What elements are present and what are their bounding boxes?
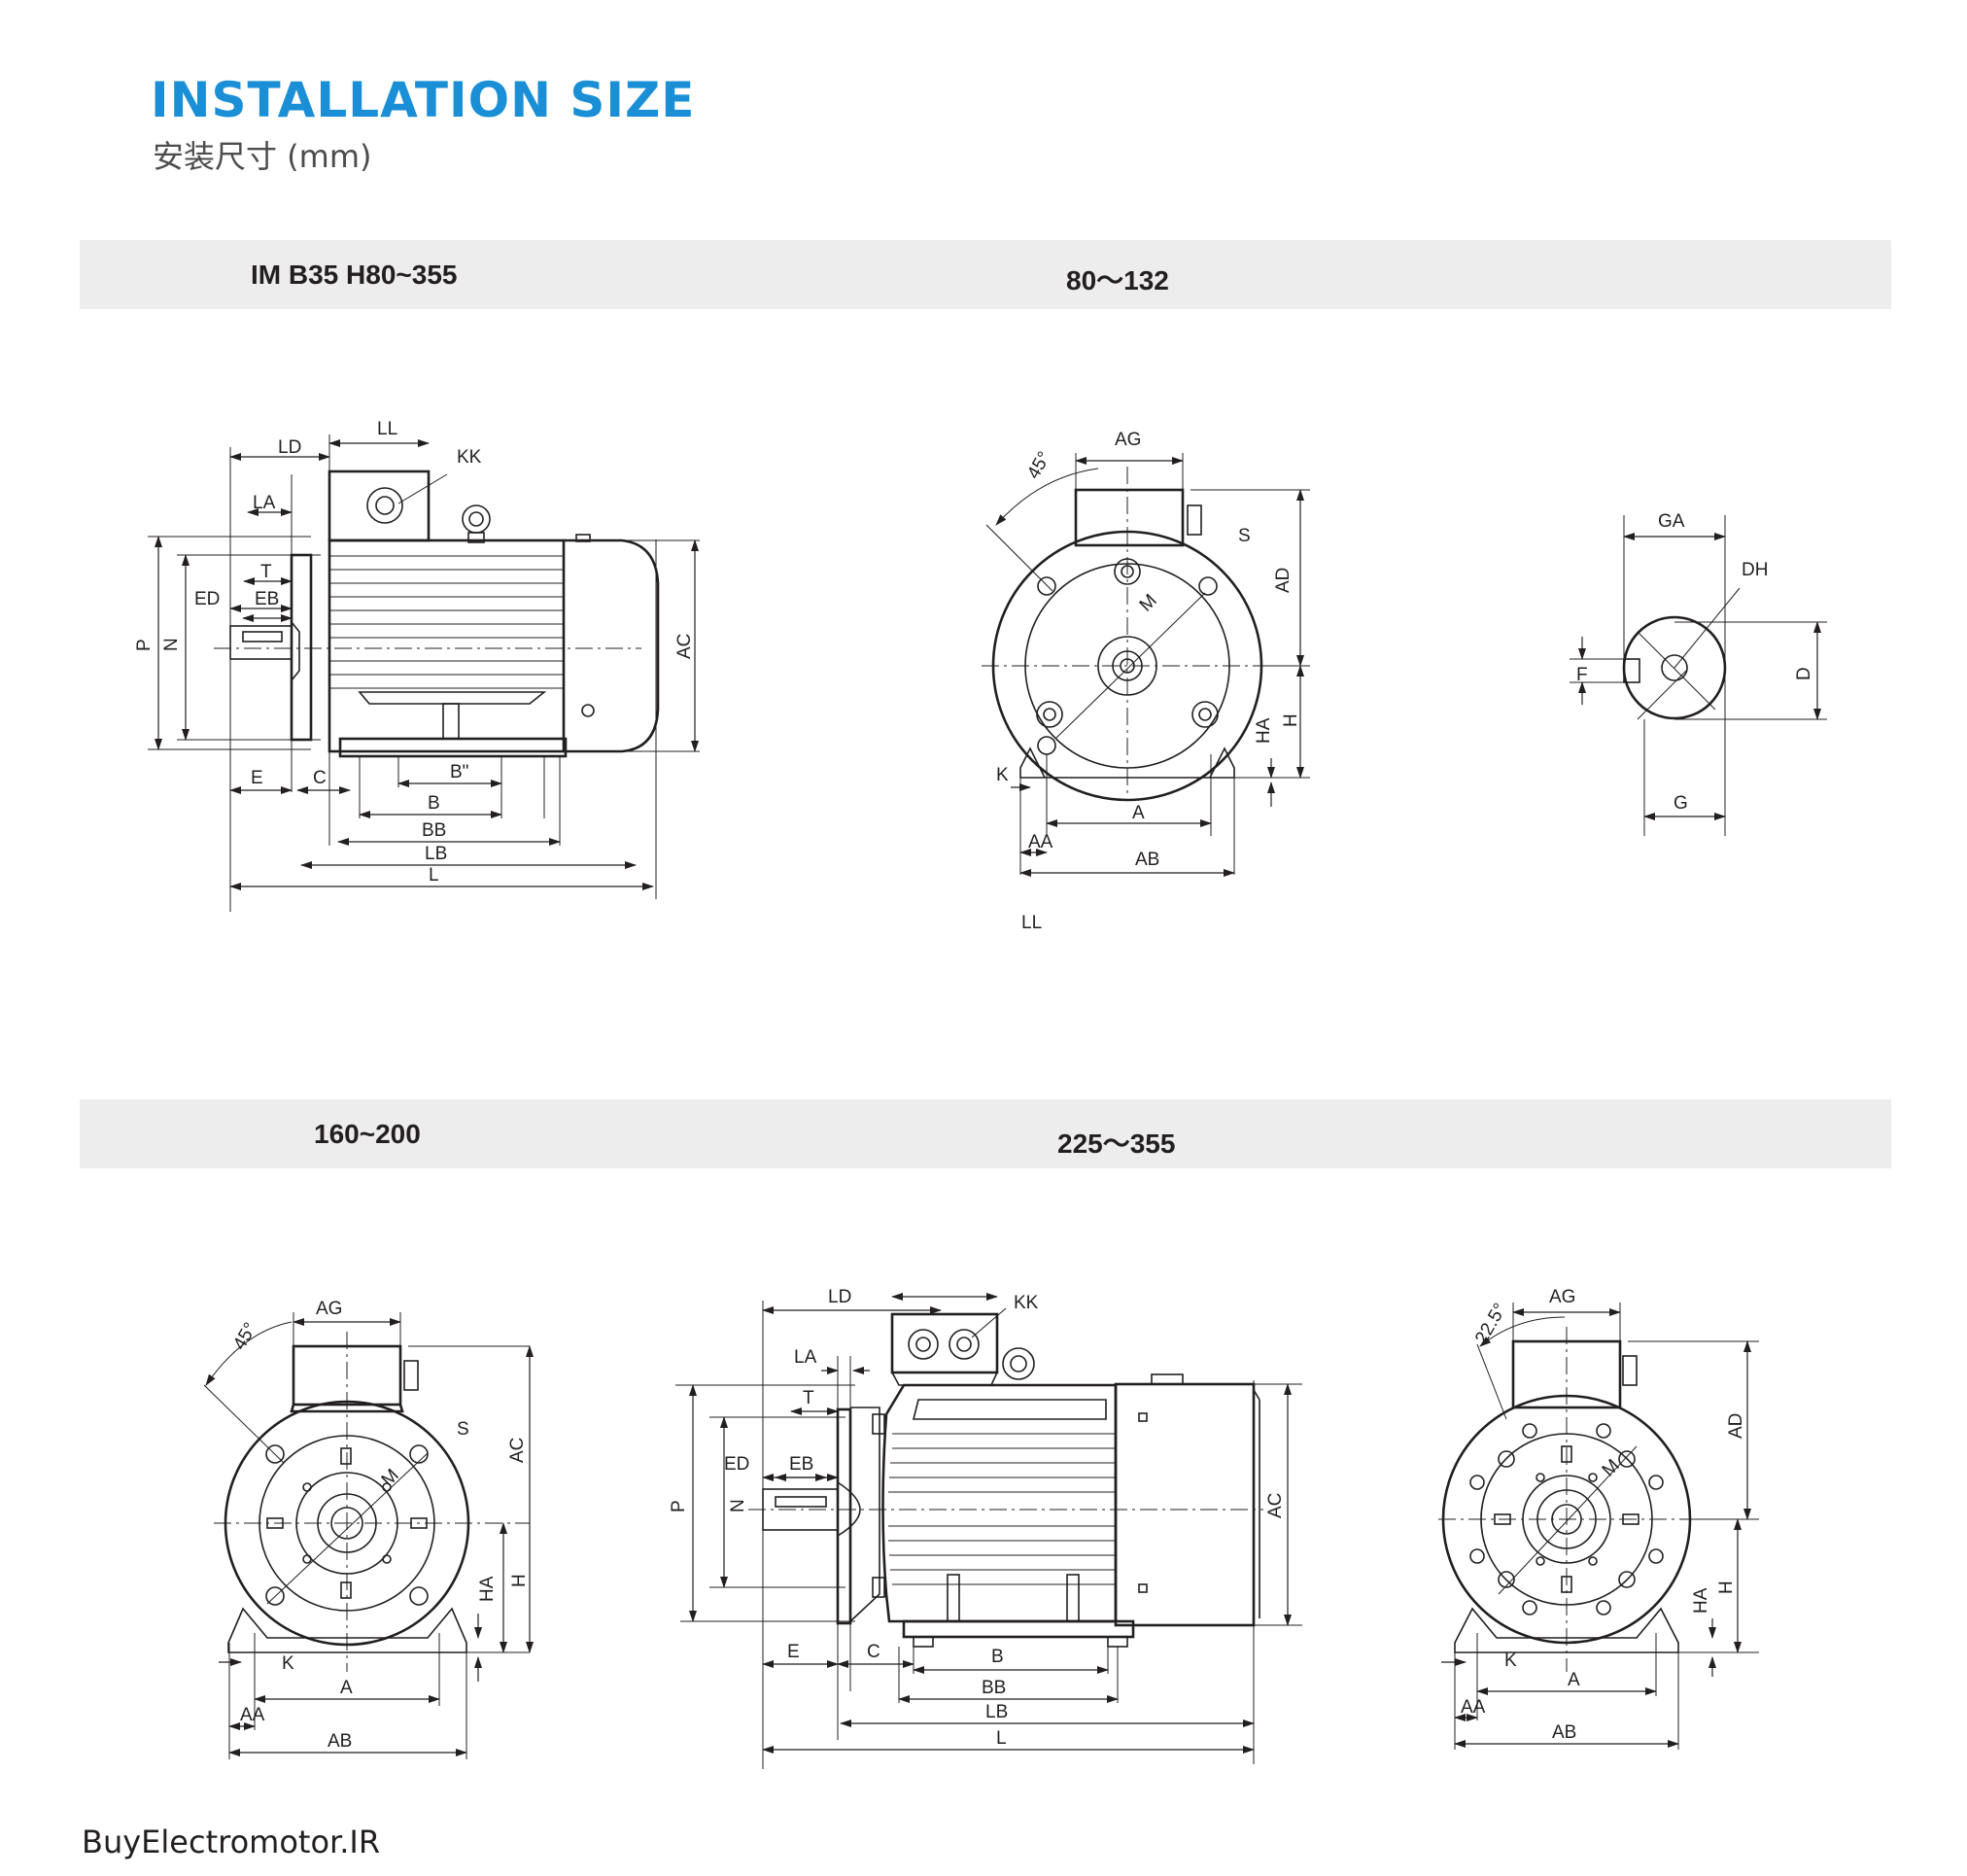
label-ld-3: LD [828,1287,851,1307]
label-k: K [996,765,1009,785]
label-l: L [429,865,439,886]
band-label-80-132: 80～132 [1066,265,1169,295]
label-g: G [1674,793,1688,814]
label-45deg-2: 45° [229,1319,261,1353]
label-eb-3: EB [789,1454,813,1475]
label-b-3: B [991,1647,1004,1667]
side-view-small-motor: LD LL KK LA T ED EB P N AC E C B" B BB L… [134,419,700,912]
label-a-4: A [1568,1670,1580,1690]
band-label-im-b35: IM B35 H80~355 [251,260,458,290]
front-view-large-motor: AG 22.5° M AD HA H K A AA AB [1438,1287,1759,1750]
page-title: INSTALLATION SIZE [151,72,696,128]
label-k-2: K [282,1653,294,1674]
label-ag-4: AG [1549,1287,1575,1307]
label-ll: LL [377,419,397,439]
label-la: LA [253,493,276,513]
label-m: M [1136,590,1161,615]
label-h: H [1281,713,1301,727]
label-ha-4: HA [1691,1587,1711,1614]
front-view-small-motor: AG 45° S AD M HA H K A AA AB LL [982,430,1310,933]
label-a: A [1132,803,1145,823]
label-p-3: P [669,1500,689,1512]
side-view-large-motor: LD KK LA T ED EB P N AC E C B BB LB L [669,1287,1302,1769]
label-ld: LD [278,437,301,458]
label-h-2: H [509,1574,530,1587]
label-b-double-prime: B" [450,762,468,782]
band-label-160-200: 160~200 [314,1119,421,1149]
label-n: N [161,638,182,651]
label-bb: BB [422,820,446,841]
label-s-2: S [457,1419,469,1440]
label-ab-4: AB [1552,1722,1576,1743]
label-p: P [134,639,155,651]
label-ab-2: AB [328,1731,352,1752]
label-b: B [428,793,440,814]
label-f: F [1576,665,1588,685]
label-22deg: 22.5° [1471,1300,1510,1347]
label-ag-2: AG [316,1299,342,1319]
label-ed-3: ED [724,1454,749,1475]
label-ed: ED [194,589,220,609]
label-l-3: L [996,1728,1007,1749]
label-aa: AA [1028,832,1053,852]
label-c: C [313,768,327,788]
front-view-medium-motor: AG 45° S AC M HA H K A AA AB [203,1299,534,1759]
label-t: T [260,562,272,582]
label-eb: EB [255,589,279,609]
label-ga: GA [1658,511,1685,532]
label-aa-2: AA [240,1705,265,1725]
label-a-2: A [340,1678,353,1698]
label-d: D [1794,667,1814,680]
label-k-4: K [1504,1650,1517,1671]
label-s: S [1238,526,1251,546]
label-kk: KK [457,447,482,468]
label-ll-note: LL [1021,913,1042,933]
footer-watermark: BuyElectromotor.IR [82,1824,381,1860]
section-band-top [80,240,1891,309]
page-subtitle: 安装尺寸 (mm) [153,138,372,175]
label-ab: AB [1135,850,1159,870]
label-kk-3: KK [1014,1293,1039,1313]
label-ad-4: AD [1726,1413,1746,1439]
label-ac-2: AC [507,1438,528,1463]
label-e: E [251,768,263,788]
label-n-3: N [728,1499,748,1512]
label-lb: LB [425,844,447,864]
label-ha-2: HA [477,1576,498,1602]
label-ac: AC [674,634,695,659]
section-band-bottom [80,1099,1891,1168]
label-t-3: T [803,1388,814,1408]
label-bb-3: BB [982,1678,1006,1698]
label-ad: AD [1273,568,1294,593]
label-ag: AG [1115,430,1141,450]
label-la-3: LA [794,1347,817,1368]
label-m-4: M [1599,1455,1624,1480]
label-ha: HA [1254,717,1274,744]
shaft-section-detail: GA DH F D G [1570,511,1827,836]
label-aa-4: AA [1461,1697,1486,1718]
label-h-4: H [1716,1581,1737,1594]
label-45deg: 45° [1023,448,1055,482]
label-ac-3: AC [1265,1493,1286,1518]
label-c-3: C [867,1642,880,1662]
band-label-225-355: 225～355 [1057,1129,1176,1159]
label-dh: DH [1742,560,1768,580]
label-e-3: E [787,1642,800,1662]
label-lb-3: LB [985,1702,1008,1722]
